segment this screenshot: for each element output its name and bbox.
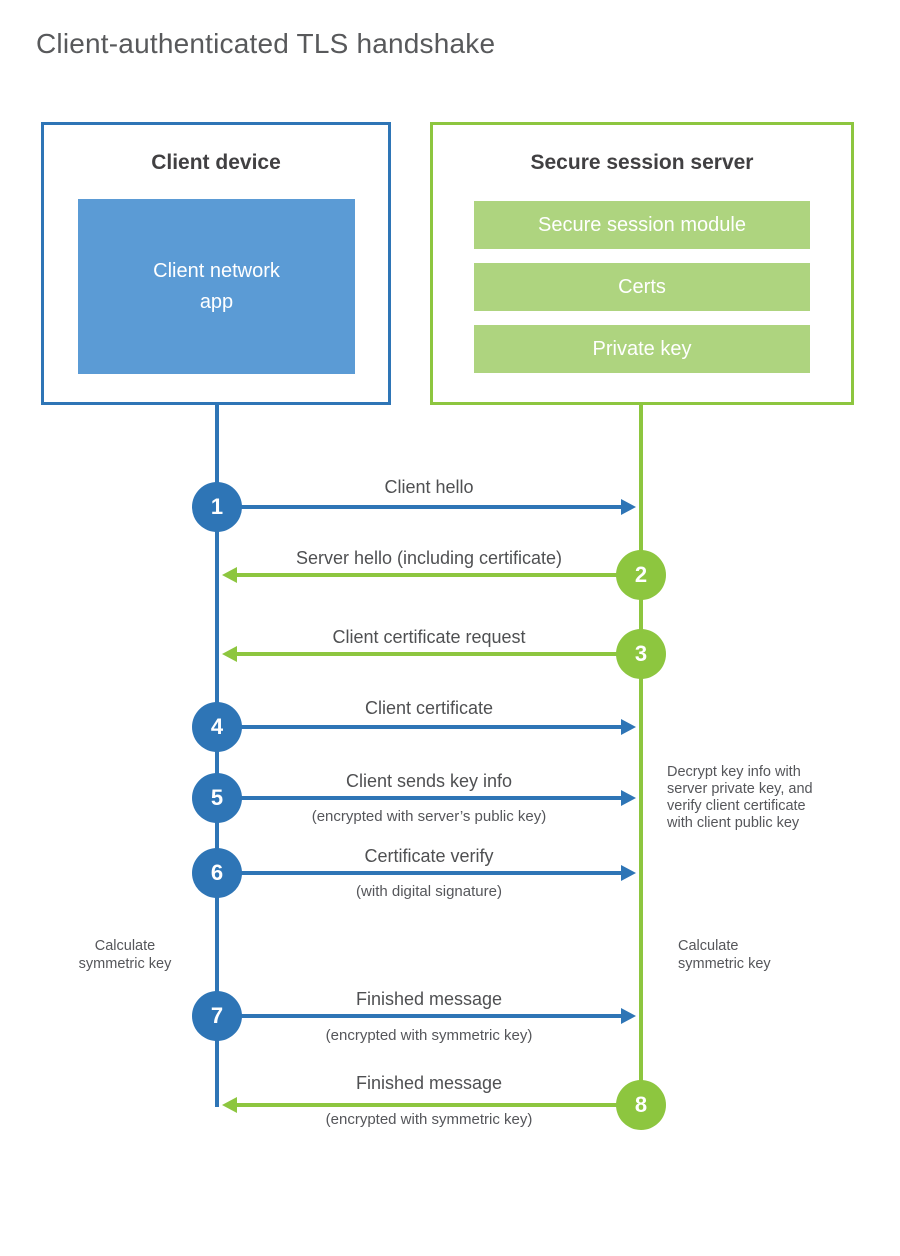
step-badge-3: 3	[616, 629, 666, 679]
arrow-client-certificate	[217, 719, 636, 735]
arrow-server-hello	[222, 567, 641, 583]
note-calculate-symmetric-key-client: Calculate symmetric key	[78, 938, 172, 972]
message-label-4: Client certificate	[364, 698, 494, 718]
client-device-title: Client device	[151, 151, 281, 174]
step-badge-8: 8	[616, 1080, 666, 1130]
step-badge-5: 5	[192, 773, 242, 823]
arrow-finished-message-client	[217, 1008, 636, 1024]
step-badge-2: 2	[616, 550, 666, 600]
arrow-finished-message-server	[222, 1097, 641, 1113]
message-sublabel-7: (encrypted with symmetric key)	[325, 1027, 533, 1044]
server-box-title: Secure session server	[530, 151, 754, 174]
server-lifeline	[639, 405, 643, 1107]
step-badge-4: 4	[192, 702, 242, 752]
server-module-private-key: Private key	[474, 325, 810, 373]
message-label-6: Certificate verify	[364, 846, 494, 866]
message-label-7: Finished message	[355, 989, 503, 1009]
arrow-client-hello	[217, 499, 636, 515]
client-lifeline	[215, 405, 219, 1107]
server-module-certs: Certs	[474, 263, 810, 311]
arrow-client-sends-key-info	[217, 790, 636, 806]
message-label-5: Client sends key info	[345, 771, 513, 791]
message-sublabel-8: (encrypted with symmetric key)	[325, 1111, 533, 1128]
step-badge-6: 6	[192, 848, 242, 898]
message-label-1: Client hello	[384, 477, 474, 497]
client-network-app-box: Client network app	[78, 199, 355, 374]
message-label-8: Finished message	[355, 1073, 503, 1093]
message-label-2: Server hello (including certificate)	[295, 548, 563, 568]
note-calculate-symmetric-key-server: Calculate symmetric key	[678, 938, 771, 972]
message-sublabel-5: (encrypted with server’s public key)	[311, 808, 547, 825]
diagram-title: Client-authenticated TLS handshake	[36, 28, 496, 59]
step-badge-1: 1	[192, 482, 242, 532]
arrow-client-certificate-request	[222, 646, 641, 662]
arrow-certificate-verify	[217, 865, 636, 881]
server-module-secure-session-module: Secure session module	[474, 201, 810, 249]
note-decrypt-key-info: Decrypt key info with server private key…	[667, 764, 813, 831]
message-sublabel-6: (with digital signature)	[356, 883, 502, 900]
message-label-3: Client certificate request	[332, 627, 526, 647]
step-badge-7: 7	[192, 991, 242, 1041]
